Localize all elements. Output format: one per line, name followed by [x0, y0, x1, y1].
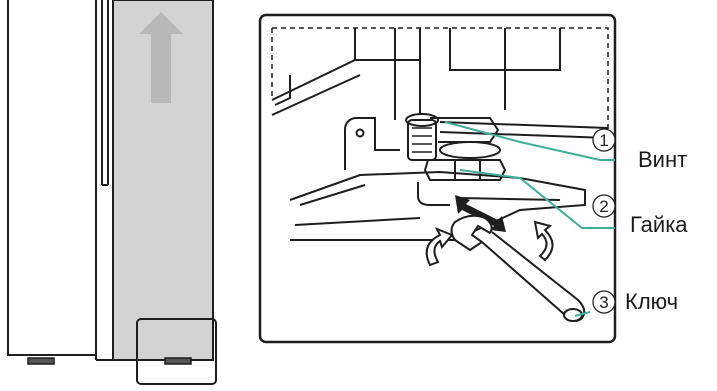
rear-foot	[164, 357, 192, 365]
foot-highlight-box	[136, 318, 217, 385]
label-screw: Винт	[638, 147, 687, 172]
callout-2-number: 2	[599, 197, 608, 216]
callout-2-circle	[592, 194, 616, 218]
callout-3-circle	[592, 290, 616, 314]
floor-plate	[289, 170, 586, 241]
fridge-door	[7, 0, 97, 356]
callout-2: 2 Гайка	[592, 194, 688, 237]
label-wrench: Ключ	[625, 289, 678, 314]
up-arrow-icon	[139, 12, 183, 103]
rotate-left-arrow-icon	[425, 227, 454, 267]
refrigerator-side-view	[7, 0, 217, 385]
callout-1-circle	[592, 128, 616, 152]
wrench-tool	[450, 214, 586, 322]
mounting-bracket	[344, 117, 400, 170]
front-foot	[27, 357, 55, 365]
nut	[423, 159, 507, 181]
leader-line-screw	[444, 121, 615, 161]
rotate-right-arrow-icon	[533, 220, 554, 262]
callout-1: 1 Винт	[592, 128, 687, 172]
label-nut: Гайка	[630, 212, 688, 237]
leveling-screw	[407, 119, 437, 161]
leader-lines	[444, 121, 615, 317]
callout-1-number: 1	[599, 131, 608, 150]
adjust-direction-arrow	[455, 195, 506, 232]
callout-3: 3 Ключ	[592, 289, 678, 314]
leader-line-wrench	[574, 311, 591, 317]
leader-line-nut	[459, 169, 615, 229]
callout-3-number: 3	[599, 293, 608, 312]
detail-panel	[258, 13, 617, 344]
